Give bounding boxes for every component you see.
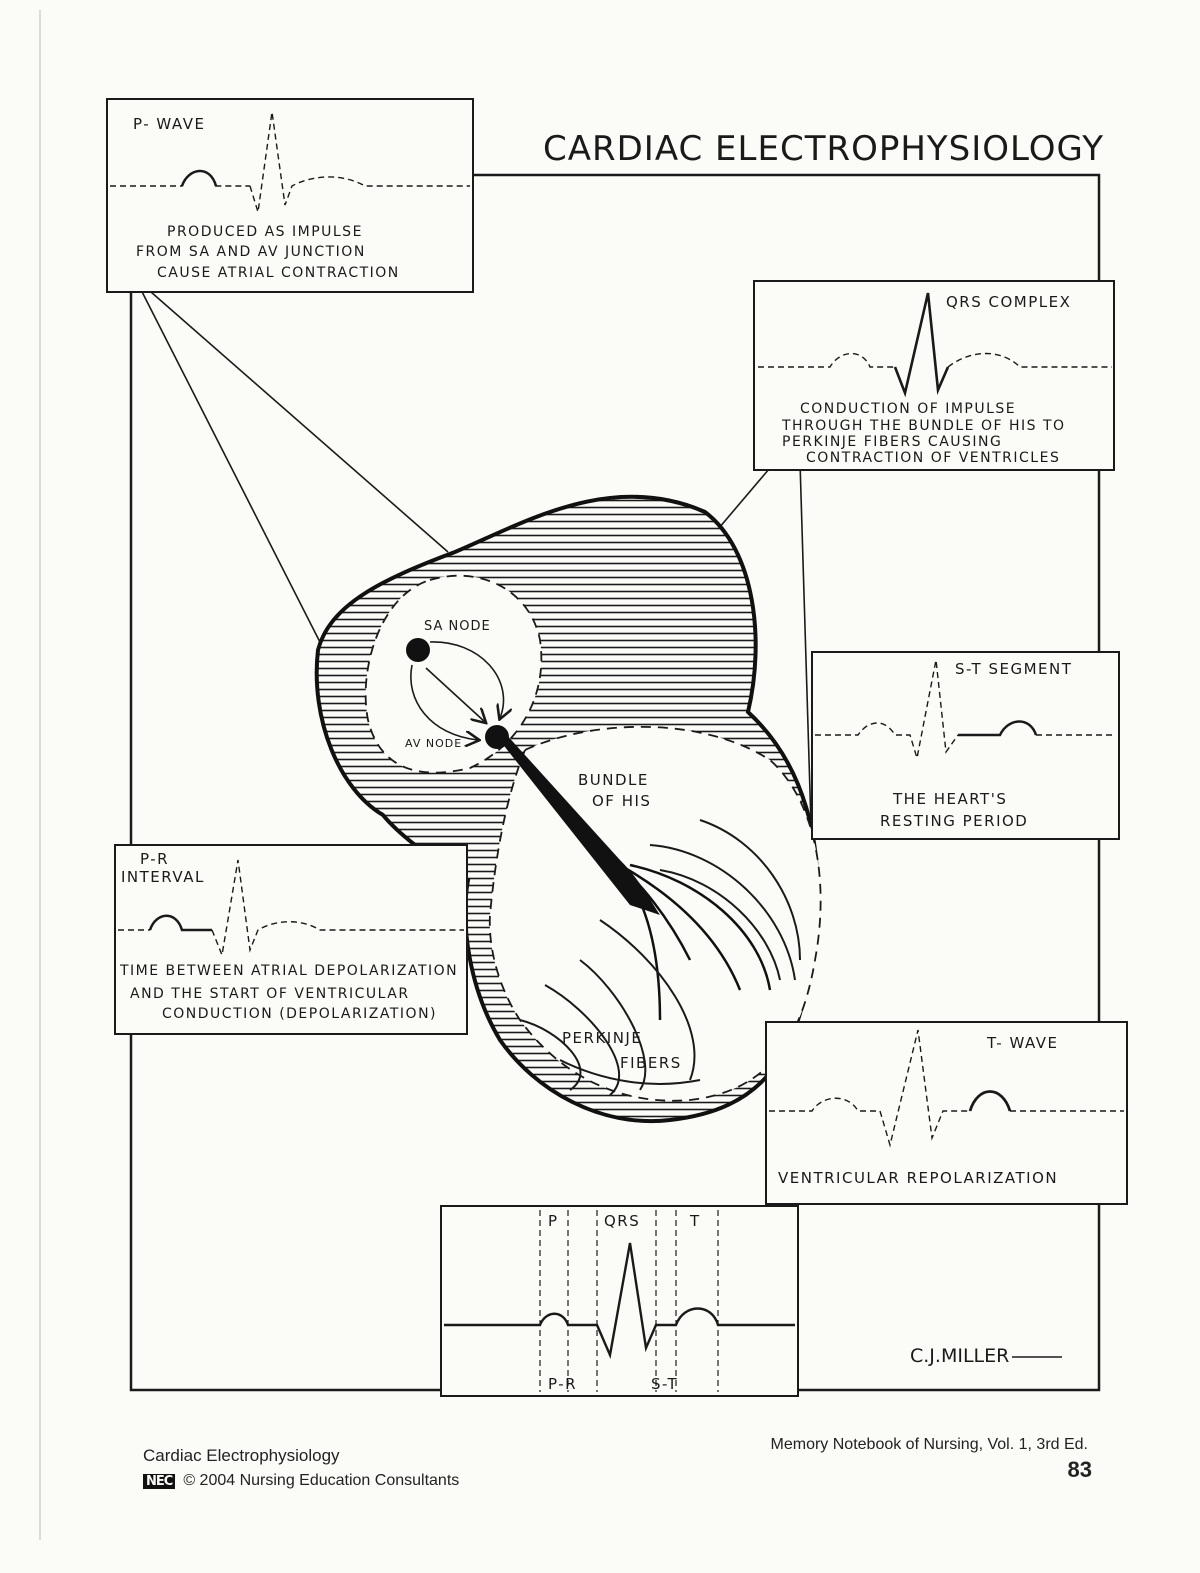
t-wave-heading: T- WAVE <box>986 1034 1059 1052</box>
p-wave-desc-line1: PRODUCED AS IMPULSE <box>167 224 363 240</box>
qrs-heading: QRS COMPLEX <box>946 293 1071 311</box>
p-wave-desc-line3: CAUSE ATRIAL CONTRACTION <box>157 265 400 281</box>
perkinje-fibers-label-line2: FIBERS <box>620 1054 682 1072</box>
st-desc-line2: RESTING PERIOD <box>880 812 1028 830</box>
artist-signature: C.J.MILLER <box>910 1345 1009 1367</box>
footer-source: Memory Notebook of Nursing, Vol. 1, 3rd … <box>770 1436 1088 1453</box>
bundle-of-his-label-line1: BUNDLE <box>578 771 649 789</box>
nec-logo: NEC <box>143 1473 176 1489</box>
panel-p-wave: P- WAVE PRODUCED AS IMPULSE FROM SA AND … <box>106 98 474 293</box>
qrs-desc-line1: CONDUCTION OF IMPULSE <box>800 401 1016 417</box>
av-node-label: AV NODE <box>405 737 462 750</box>
t-wave-desc-line1: VENTRICULAR REPOLARIZATION <box>778 1169 1058 1187</box>
panel-pr-interval: P-R INTERVAL TIME BETWEEN ATRIAL DEPOLAR… <box>114 844 468 1035</box>
qrs-desc-line3: PERKINJE FIBERS CAUSING <box>782 434 1002 450</box>
p-wave-heading: P- WAVE <box>133 115 205 133</box>
panel-st-segment: S-T SEGMENT THE HEART'S RESTING PERIOD <box>811 651 1120 840</box>
heart-illustration: SA NODE AV NODE BUNDLE OF HIS PERKINJE F… <box>314 494 822 1123</box>
page-number: 83 <box>1067 1457 1092 1482</box>
st-heading: S-T SEGMENT <box>955 660 1072 678</box>
pr-heading-line2: INTERVAL <box>121 868 205 886</box>
panel-qrs-complex: QRS COMPLEX CONDUCTION OF IMPULSE THROUG… <box>753 280 1115 471</box>
summary-label-st: S-T <box>651 1375 678 1393</box>
sa-node-label: SA NODE <box>424 619 491 634</box>
footer-copyright: NEC © 2004 Nursing Education Consultants <box>143 1472 459 1490</box>
panel-t-wave: T- WAVE VENTRICULAR REPOLARIZATION <box>765 1021 1128 1205</box>
pr-desc-line2: AND THE START OF VENTRICULAR <box>130 986 410 1002</box>
pr-heading-line1: P-R <box>140 850 169 868</box>
bundle-of-his-label-line2: OF HIS <box>592 792 651 810</box>
summary-label-pr: P-R <box>548 1375 577 1393</box>
p-wave-desc-line2: FROM SA AND AV JUNCTION <box>136 244 366 260</box>
page-title: CARDIAC ELECTROPHYSIOLOGY <box>543 129 1104 169</box>
qrs-desc-line4: CONTRACTION OF VENTRICLES <box>806 450 1060 466</box>
pr-desc-line1: TIME BETWEEN ATRIAL DEPOLARIZATION <box>119 963 458 979</box>
summary-label-p: P <box>548 1212 559 1230</box>
summary-label-qrs: QRS <box>604 1212 640 1230</box>
panel-summary-ecg: P QRS T P-R S-T <box>440 1205 799 1397</box>
pr-desc-line3: CONDUCTION (DEPOLARIZATION) <box>162 1006 437 1022</box>
summary-label-t: T <box>689 1212 701 1230</box>
qrs-desc-line2: THROUGH THE BUNDLE OF HIS TO <box>781 418 1066 434</box>
perkinje-fibers-label-line1: PERKINJE <box>562 1029 642 1047</box>
footer-document-title: Cardiac Electrophysiology <box>143 1446 340 1465</box>
footer-copyright-text: © 2004 Nursing Education Consultants <box>183 1472 460 1489</box>
st-desc-line1: THE HEART'S <box>892 790 1007 808</box>
